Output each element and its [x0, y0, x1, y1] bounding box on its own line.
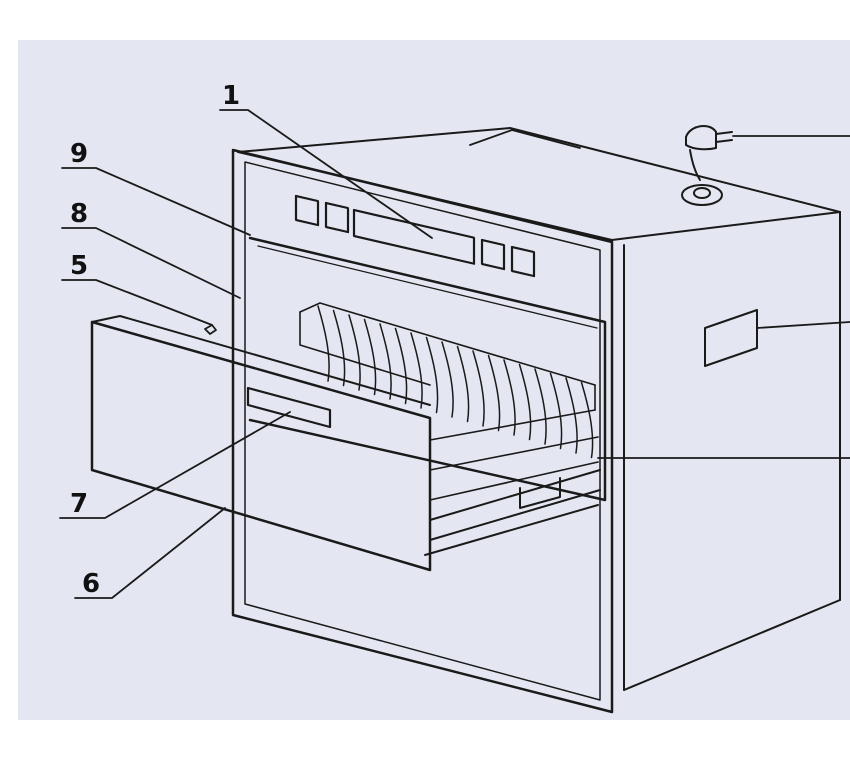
rack-slat	[441, 341, 454, 418]
rack-slat	[518, 363, 532, 441]
callout-9: 9	[70, 139, 88, 169]
leader-5	[61, 279, 213, 326]
dish-rack-slats	[317, 305, 594, 459]
rack-slat	[348, 314, 361, 391]
rack-slat	[363, 318, 377, 396]
button-right-1	[480, 238, 506, 271]
callout-8: 8	[70, 199, 88, 229]
rack-slat	[580, 381, 594, 459]
leader-1	[219, 109, 433, 239]
rack-slat	[487, 354, 501, 432]
rack-slat	[534, 368, 547, 445]
display-window	[352, 208, 476, 265]
side-vent	[704, 309, 758, 367]
callout-6: 6	[82, 569, 100, 599]
button-right-2	[510, 245, 536, 278]
rack-slat	[425, 336, 439, 414]
button-left-2	[324, 201, 350, 234]
paper-background	[18, 40, 850, 720]
leader-side	[756, 321, 850, 329]
rack-slat	[456, 345, 470, 423]
power-plug	[681, 125, 733, 206]
callout-1: 1	[222, 81, 240, 111]
callout-7: 7	[70, 489, 88, 519]
rack-slat	[317, 305, 330, 382]
button-left-1	[294, 194, 320, 227]
rack-slat	[410, 332, 423, 409]
leader-top-right	[469, 129, 581, 149]
drawer-cavity	[248, 236, 607, 502]
rack-slat	[565, 377, 578, 454]
rack-slat	[503, 359, 516, 436]
front-frame-inner	[244, 161, 601, 701]
leader-8	[61, 227, 241, 299]
rack-slat	[332, 309, 346, 387]
rack-slat	[472, 350, 485, 427]
leader-lines	[59, 109, 850, 599]
rack-slat	[549, 372, 563, 450]
leader-9	[61, 167, 251, 236]
rack-slat	[394, 327, 408, 405]
front-frame	[231, 148, 614, 714]
drawer-handle	[246, 386, 332, 429]
callout-5: 5	[70, 251, 88, 281]
leader-7	[59, 411, 291, 519]
rack-slat	[379, 323, 392, 400]
drawer-front-panel	[90, 320, 432, 572]
control-panel	[294, 194, 536, 278]
leader-6	[74, 507, 226, 599]
